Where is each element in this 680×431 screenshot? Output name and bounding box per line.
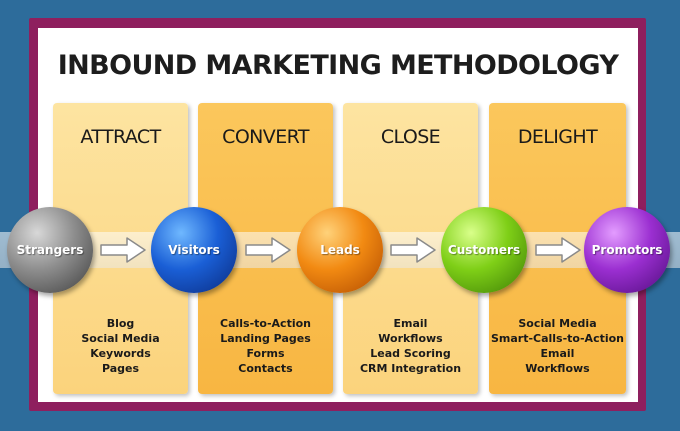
stage-item: Email (393, 317, 428, 330)
stage-item: Contacts (238, 362, 293, 375)
diagram-title: INBOUND MARKETING METHODOLOGY (57, 50, 619, 81)
stage-title: ATTRACT (80, 126, 161, 148)
stage-items: Email Workflows Lead Scoring CRM Integra… (343, 316, 478, 376)
stage-items: Blog Social Media Keywords Pages (53, 316, 188, 376)
stage-title: DELIGHT (517, 126, 598, 148)
stage-item: CRM Integration (359, 362, 462, 375)
stage-item: Smart-Calls-to-Action (490, 332, 625, 345)
stage-item: Forms (246, 347, 285, 360)
stage-item: Lead Scoring (370, 347, 451, 360)
stage-item: Landing Pages (220, 332, 311, 345)
node-label: Visitors (168, 243, 220, 257)
stage-column-delight: DELIGHT Social Media Smart-Calls-to-Acti… (489, 103, 626, 394)
node-label: Leads (320, 243, 360, 257)
stage-item: Social Media (518, 317, 597, 330)
right-arrow-icon (535, 237, 581, 263)
right-arrow-icon (390, 237, 436, 263)
right-arrow-icon (245, 237, 291, 263)
stage-title: CLOSE (380, 126, 441, 148)
stage-item: Workflows (525, 362, 590, 375)
stage-title: CONVERT (222, 126, 309, 148)
stage-item: Blog (106, 317, 135, 330)
stage-item: Keywords (90, 347, 151, 360)
stage-items: Calls-to-Action Landing Pages Forms Cont… (198, 316, 333, 376)
stage-item: Calls-to-Action (220, 317, 311, 330)
node-label: Customers (447, 243, 521, 257)
node-label: Strangers (16, 243, 84, 257)
stage-item: Workflows (378, 332, 443, 345)
node-strangers: Strangers (7, 207, 93, 293)
node-leads: Leads (297, 207, 383, 293)
stage-items: Social Media Smart-Calls-to-Action Email… (489, 316, 626, 376)
node-visitors: Visitors (151, 207, 237, 293)
node-label: Promotors (591, 243, 663, 257)
stage-item: Social Media (81, 332, 160, 345)
node-customers: Customers (441, 207, 527, 293)
right-arrow-icon (100, 237, 146, 263)
stage-item: Email (540, 347, 575, 360)
stage-item: Pages (101, 362, 140, 375)
node-promotors: Promotors (584, 207, 670, 293)
